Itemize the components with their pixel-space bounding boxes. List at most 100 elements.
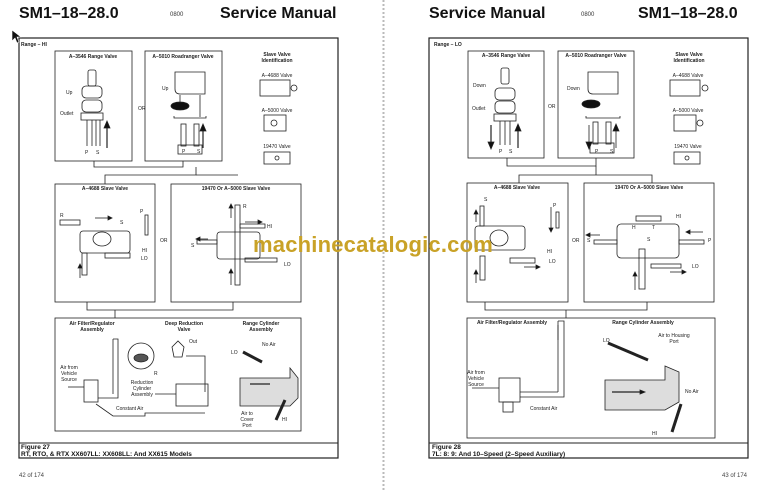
- range-label: Range – LO: [434, 42, 462, 48]
- or-label: OR: [138, 106, 146, 112]
- roadranger-title: A–5010 Roadranger Valve: [565, 53, 627, 59]
- outlet-label: Outlet: [472, 106, 486, 112]
- hi-label: HI: [142, 248, 147, 254]
- doc-number: SM1–18–28.0: [638, 5, 738, 22]
- p-label: P: [182, 149, 186, 155]
- p-label: P: [85, 150, 89, 156]
- s-label: S: [197, 149, 201, 155]
- revision-date: 0800: [170, 12, 184, 18]
- reduction-cylinder-label: Cylinder: [132, 386, 152, 392]
- p-label: P: [499, 149, 503, 155]
- s-label: S: [191, 243, 195, 249]
- constant-air-label: Constant Air: [530, 406, 558, 412]
- p-label: P: [553, 203, 557, 209]
- air-source-label: Vehicle: [60, 371, 78, 377]
- reduction-cylinder-label: Assembly: [131, 392, 153, 398]
- figure-caption: RT, RTO, & RTX XX607LL: XX608LL: And XX6…: [21, 451, 192, 458]
- valve-id-label: A–4688 Valve: [672, 73, 704, 79]
- lo-label: LO: [549, 259, 556, 265]
- roadranger-title: A–5010 Roadranger Valve: [152, 54, 214, 60]
- figure-number: Figure 28: [432, 444, 461, 451]
- mouse-cursor-icon: [12, 30, 22, 44]
- t-port-label: T: [652, 225, 656, 231]
- hi-label: HI: [676, 214, 681, 220]
- s-label: S: [96, 150, 100, 156]
- or-label: OR: [572, 238, 580, 244]
- hi-label: HI: [547, 249, 552, 255]
- s-label: S: [509, 149, 513, 155]
- slave-id-title: Slave Valve: [263, 52, 291, 58]
- slave-id-title: Identification: [261, 58, 293, 64]
- air-cover-label: Cover: [240, 417, 254, 423]
- hi-label: HI: [282, 417, 287, 423]
- lo-label: LO: [692, 264, 699, 270]
- range-label: Range – HI: [21, 42, 47, 48]
- s-label: S: [484, 197, 488, 203]
- up-label: Up: [66, 90, 73, 96]
- up-label: Up: [162, 86, 169, 92]
- deep-reduction-title: Deep Reduction: [164, 321, 204, 327]
- air-filter-title: Air Filter/Regulator Assembly: [476, 320, 548, 326]
- out-label: Out: [189, 339, 198, 345]
- valve-id-label: A–4688 Valve: [261, 73, 293, 79]
- hi-label: HI: [652, 431, 657, 437]
- hi-label: HI: [267, 224, 272, 230]
- range-cylinder-title: Assembly: [249, 327, 273, 333]
- lo-label: LO: [141, 256, 148, 262]
- range-cylinder-title: Range Cylinder: [242, 321, 280, 327]
- range-valve-title: A–3546 Range Valve: [481, 53, 531, 59]
- slave-a4688-title: A–4688 Slave Valve: [493, 185, 541, 191]
- no-air-label: No Air: [262, 342, 276, 348]
- range-cylinder-title: Range Cylinder Assembly: [612, 320, 674, 326]
- air-housing-label: Port: [669, 339, 679, 345]
- figure-number: Figure 27: [21, 444, 50, 451]
- h-port-label: H: [632, 225, 636, 231]
- air-source-label: Air from: [60, 365, 78, 371]
- air-source-label: Vehicle: [467, 376, 485, 382]
- outlet-label: Outlet: [60, 111, 74, 117]
- revision-date: 0800: [581, 12, 595, 18]
- r-label: R: [243, 204, 247, 210]
- lo-label: LO: [231, 350, 238, 356]
- no-air-label: No Air: [685, 389, 699, 395]
- r-label: R: [154, 371, 158, 377]
- doc-number: SM1–18–28.0: [19, 5, 119, 22]
- air-filter-title: Assembly: [80, 327, 104, 333]
- p-label: P: [595, 149, 599, 155]
- s-label: S: [587, 238, 591, 244]
- left-figure-frame: [18, 37, 749, 459]
- valve-id-label: A–5000 Valve: [672, 108, 704, 114]
- s-label: S: [610, 149, 614, 155]
- r-label: R: [60, 213, 64, 219]
- slave-19470-title: 19470 Or A–5000 Slave Valve: [614, 185, 684, 191]
- deep-reduction-title: Valve: [177, 327, 191, 333]
- range-valve-title: A–3546 Range Valve: [68, 54, 118, 60]
- page-number: 42 of 174: [19, 473, 45, 479]
- down-label: Down: [473, 83, 486, 89]
- p-label: P: [140, 209, 144, 215]
- lo-label: LO: [603, 338, 610, 344]
- down-label: Down: [567, 86, 580, 92]
- constant-air-label: Constant Air: [116, 406, 144, 412]
- air-housing-label: Air to Housing: [658, 333, 690, 339]
- slave-a4688-title: A–4688 Slave Valve: [81, 186, 129, 192]
- or-label: OR: [548, 104, 556, 110]
- watermark: machinecatalogic.com: [253, 232, 493, 257]
- air-cover-label: Port: [242, 423, 252, 429]
- page-number: 43 of 174: [722, 473, 748, 479]
- valve-id-label: A–5000 Valve: [261, 108, 293, 114]
- air-source-label: Source: [61, 377, 77, 383]
- slave-19470-title: 19470 Or A–5000 Slave Valve: [201, 186, 271, 192]
- slave-id-title: Slave Valve: [675, 52, 703, 58]
- valve-id-label: 19470 Valve: [263, 144, 291, 150]
- air-source-label: Air from: [467, 370, 485, 376]
- page-title: Service Manual: [429, 5, 546, 22]
- page-title: Service Manual: [220, 5, 337, 22]
- lo-label: LO: [284, 262, 291, 268]
- or-label: OR: [160, 238, 168, 244]
- valve-id-label: 19470 Valve: [674, 144, 702, 150]
- air-cover-label: Air to: [241, 411, 253, 417]
- figure-caption: 7L: 8: 9: And 10–Speed (2–Speed Auxiliar…: [432, 451, 566, 458]
- air-source-label: Source: [468, 382, 484, 388]
